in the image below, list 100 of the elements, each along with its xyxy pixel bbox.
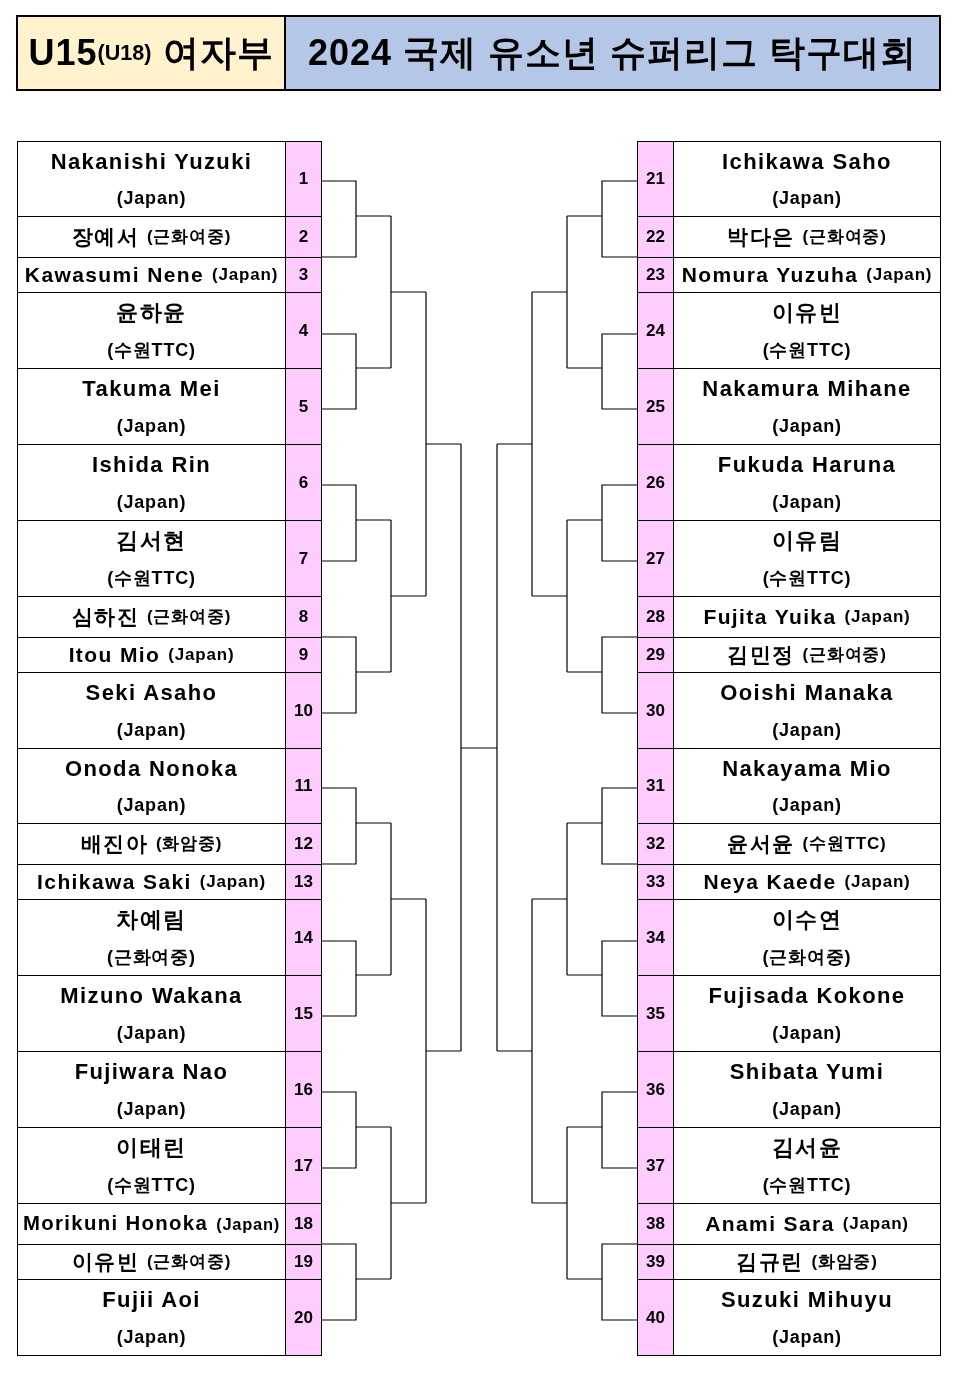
- player-name: Nomura Yuzuha: [681, 262, 859, 288]
- team-name: (근화여중): [802, 645, 887, 665]
- draw-number: 1: [285, 141, 322, 217]
- draw-number: 10: [285, 672, 322, 749]
- player-name: 이수연: [771, 907, 843, 933]
- player-cell: [17, 1279, 286, 1356]
- player-cell: [673, 141, 941, 217]
- draw-number: 14: [285, 899, 322, 976]
- team-name: (근화여중): [147, 1252, 232, 1272]
- draw-number: 8: [285, 596, 322, 638]
- player-name: Takuma Mei: [82, 376, 221, 402]
- draw-number: 2: [285, 216, 322, 258]
- player-name: 이태린: [116, 1135, 187, 1161]
- draw-number: 4: [285, 292, 322, 369]
- player-name: 김규린: [736, 1249, 804, 1275]
- player-name: 심하진: [71, 604, 140, 630]
- player-name: Ichikawa Saho: [722, 149, 892, 175]
- draw-number: 25: [637, 368, 674, 445]
- team-name: (Japan): [216, 1214, 281, 1234]
- team-name: (근화여중): [107, 947, 196, 968]
- player-name: 이유빈: [71, 1249, 140, 1275]
- team-name: (수원TTC): [762, 568, 852, 589]
- team-name: (Japan): [844, 872, 911, 892]
- team-name: (Japan): [772, 492, 842, 513]
- team-name: (Japan): [772, 1327, 842, 1348]
- draw-number: 23: [637, 257, 674, 293]
- draw-number: 38: [637, 1203, 674, 1245]
- draw-number: 27: [637, 520, 674, 597]
- team-name: (수원TTC): [802, 834, 887, 854]
- team-name: (Japan): [772, 1099, 842, 1120]
- draw-number: 7: [285, 520, 322, 597]
- player-name: Suzuki Mihuyu: [720, 1287, 894, 1313]
- player-name: Fujita Yuika: [703, 604, 837, 630]
- team-name: (수원TTC): [762, 1175, 852, 1196]
- player-name: Anami Sara: [705, 1211, 835, 1237]
- draw-number: 13: [285, 864, 322, 900]
- draw-number: 28: [637, 596, 674, 638]
- draw-number: 33: [637, 864, 674, 900]
- player-name: Nakayama Mio: [722, 756, 892, 782]
- draw-number: 9: [285, 637, 322, 673]
- draw-number: 5: [285, 368, 322, 445]
- team-name: (Japan): [168, 645, 235, 665]
- draw-number: 17: [285, 1127, 322, 1204]
- team-name: (Japan): [116, 188, 187, 209]
- team-name: (Japan): [116, 1023, 187, 1044]
- draw-number: 22: [637, 216, 674, 258]
- team-name: (수원TTC): [107, 1175, 196, 1196]
- team-name: (근화여중): [802, 227, 887, 247]
- team-name: (Japan): [116, 1099, 187, 1120]
- player-name: Onoda Nonoka: [64, 756, 239, 782]
- draw-number: 12: [285, 823, 322, 865]
- player-name: 박다은: [727, 224, 795, 250]
- team-name: (화암중): [811, 1252, 878, 1272]
- player-name: Seki Asaho: [85, 680, 218, 706]
- team-name: (Japan): [772, 188, 842, 209]
- player-name: Kawasumi Nene: [24, 262, 205, 288]
- draw-number: 6: [285, 444, 322, 521]
- draw-number: 21: [637, 141, 674, 217]
- player-name: 배진아: [80, 831, 148, 857]
- draw-number: 18: [285, 1203, 322, 1245]
- team-name: (근화여중): [762, 947, 852, 968]
- draw-number: 36: [637, 1051, 674, 1128]
- draw-number: 37: [637, 1127, 674, 1204]
- player-name: Nakanishi Yuzuki: [50, 149, 253, 175]
- team-name: (Japan): [116, 720, 187, 741]
- player-name: 김서현: [116, 528, 187, 554]
- team-name: (Japan): [116, 416, 187, 437]
- draw-number: 31: [637, 748, 674, 824]
- team-name: (수원TTC): [107, 340, 196, 361]
- draw-number: 30: [637, 672, 674, 749]
- draw-number: 35: [637, 975, 674, 1052]
- player-name: Fukuda Haruna: [717, 452, 897, 478]
- team-name: (근화여중): [147, 227, 232, 247]
- player-cell: [673, 1279, 941, 1356]
- player-name: Ishida Rin: [91, 452, 212, 478]
- player-name: Neya Kaede: [703, 869, 837, 895]
- team-name: (Japan): [842, 1214, 909, 1234]
- player-name: Fujii Aoi: [102, 1287, 201, 1313]
- team-name: (Japan): [116, 492, 187, 513]
- team-name: (Japan): [116, 1327, 187, 1348]
- player-name: 장예서: [71, 224, 140, 250]
- draw-number: 3: [285, 257, 322, 293]
- tournament-title: 2024 국제 유소년 슈퍼리그 탁구대회: [284, 15, 941, 91]
- team-name: (Japan): [116, 795, 187, 816]
- draw-number: 20: [285, 1279, 322, 1356]
- draw-number: 40: [637, 1279, 674, 1356]
- team-name: (Japan): [772, 1023, 842, 1044]
- player-name: Nakamura Mihane: [702, 376, 912, 402]
- player-name: 김민정: [727, 642, 795, 668]
- draw-number: 26: [637, 444, 674, 521]
- team-name: (Japan): [844, 607, 911, 627]
- team-name: (화암중): [155, 834, 223, 854]
- player-name: Morikuni Honoka: [22, 1212, 209, 1236]
- team-name: (수원TTC): [762, 340, 852, 361]
- player-name: 윤하윤: [116, 300, 187, 326]
- draw-number: 24: [637, 292, 674, 369]
- team-name: (Japan): [772, 720, 842, 741]
- team-name: (Japan): [772, 795, 842, 816]
- player-name: Fujiwara Nao: [74, 1059, 229, 1085]
- team-name: (Japan): [212, 265, 279, 285]
